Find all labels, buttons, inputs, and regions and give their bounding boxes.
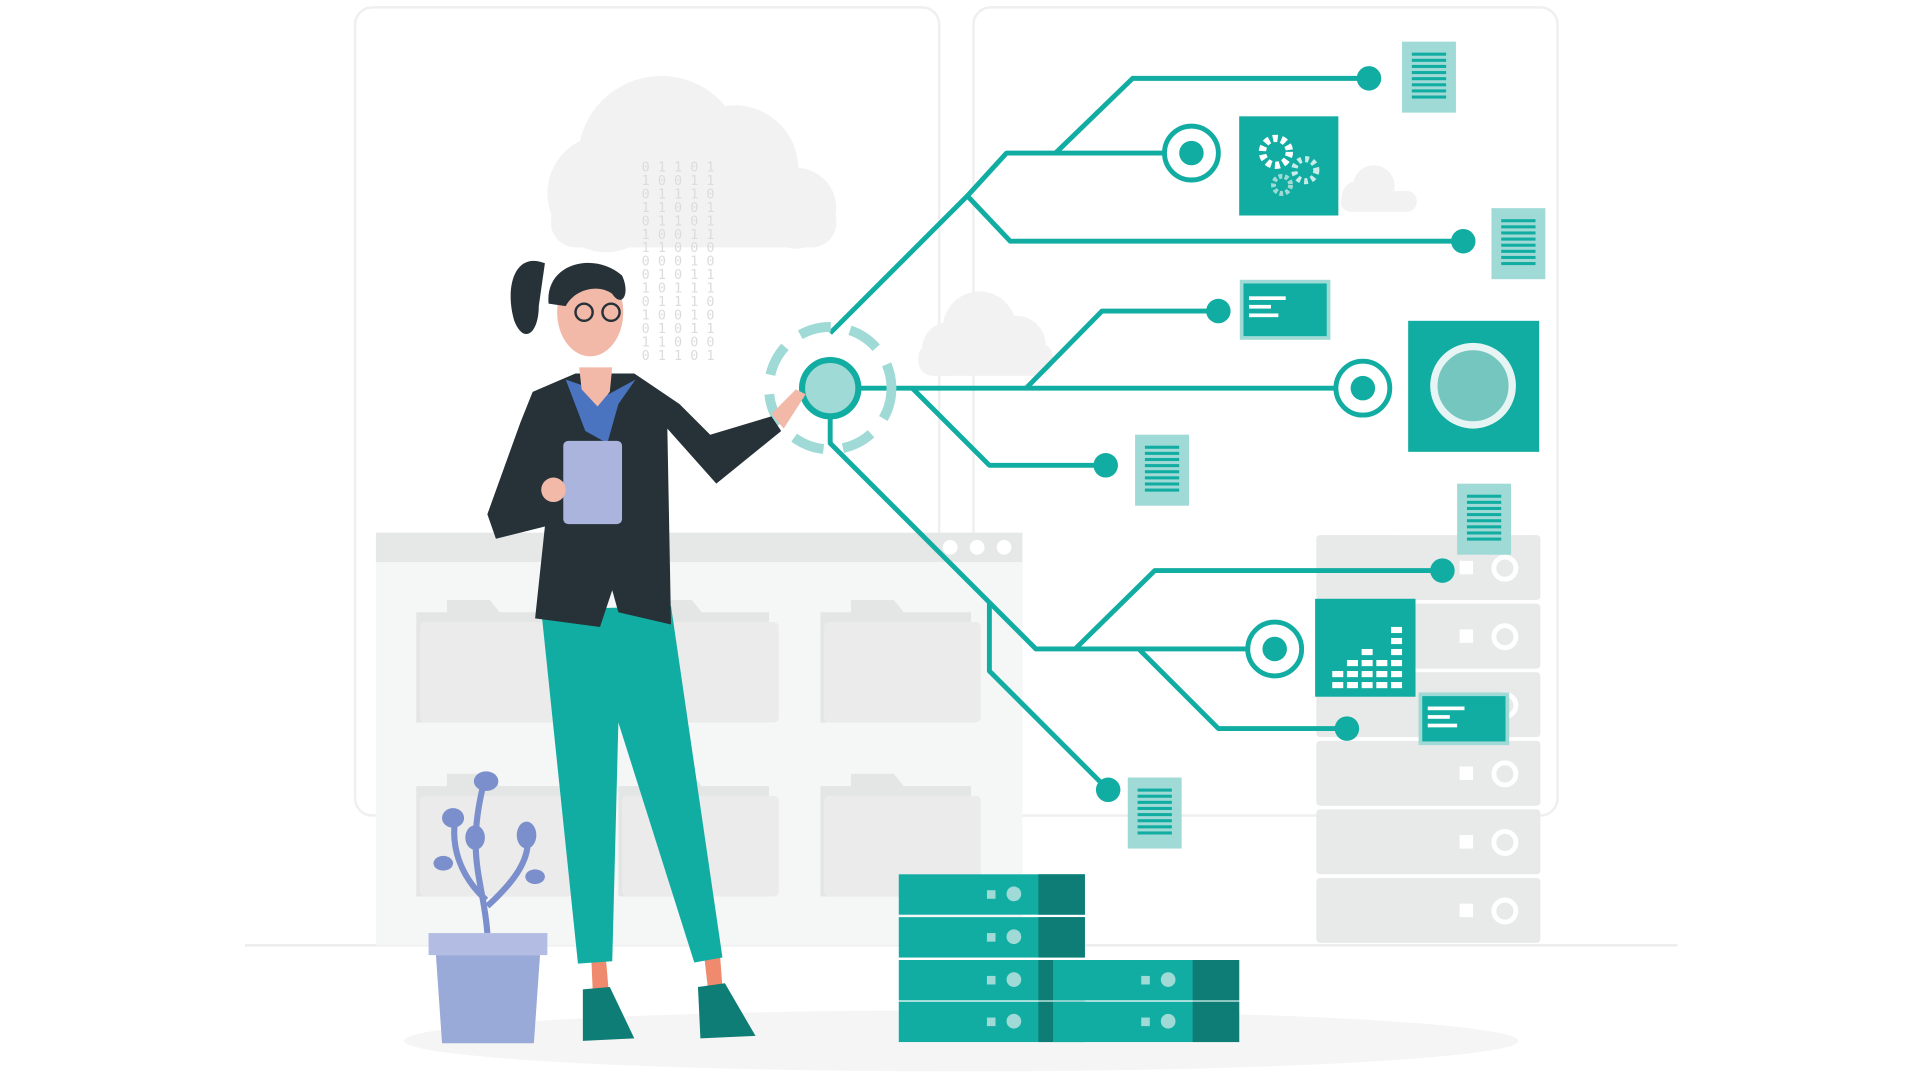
donut-chart-icon bbox=[1408, 320, 1540, 452]
bar-segment bbox=[1391, 648, 1403, 656]
gear-icon bbox=[1239, 116, 1339, 216]
bar-segment bbox=[1361, 648, 1373, 656]
document-icon bbox=[1402, 41, 1456, 113]
bar-segment bbox=[1391, 637, 1403, 645]
server-icon bbox=[1316, 809, 1541, 875]
bar-segment bbox=[1376, 660, 1388, 667]
folder-icon bbox=[416, 600, 577, 723]
cloud-icon bbox=[918, 165, 1417, 376]
binary-row: 0 1 1 0 1 bbox=[642, 214, 715, 229]
binary-row: 0 1 0 1 1 bbox=[642, 268, 715, 283]
server-unit bbox=[898, 917, 1085, 958]
cloud-icon bbox=[547, 75, 837, 253]
server-unit bbox=[898, 874, 1085, 915]
document-icon bbox=[1135, 434, 1189, 506]
bar-segment bbox=[1346, 671, 1358, 678]
bar-segment bbox=[1376, 671, 1388, 678]
binary-row: 0 1 1 0 1 bbox=[642, 349, 715, 364]
server-icon bbox=[1316, 877, 1541, 943]
bar-segment bbox=[1332, 682, 1344, 689]
binary-row: 0 1 1 1 0 bbox=[642, 295, 715, 310]
bar-segment bbox=[1346, 682, 1358, 689]
document-icon bbox=[1457, 483, 1512, 555]
network-nodes bbox=[1093, 66, 1476, 803]
binary-row: 1 0 1 1 1 bbox=[642, 282, 715, 297]
document-icon bbox=[1491, 208, 1546, 280]
terminal-window-icon bbox=[1239, 279, 1510, 746]
bar-segment bbox=[1346, 660, 1358, 667]
binary-row: 1 1 0 0 0 bbox=[642, 241, 715, 256]
binary-row: 0 1 1 0 1 bbox=[642, 160, 715, 175]
binary-rain: 0 1 1 0 11 0 0 1 10 1 1 1 01 1 0 0 10 1 … bbox=[642, 160, 715, 364]
bar-chart-icon bbox=[1315, 598, 1416, 697]
bar-segment bbox=[1391, 671, 1403, 678]
document-icon bbox=[1127, 777, 1182, 849]
bar-segment bbox=[1361, 682, 1373, 689]
binary-row: 0 1 1 1 0 bbox=[642, 187, 715, 202]
bar-segment bbox=[1391, 626, 1403, 634]
bar-segment bbox=[1391, 660, 1403, 667]
target-nodes bbox=[1162, 123, 1393, 679]
binary-row: 0 1 0 1 1 bbox=[642, 322, 715, 337]
server-icon bbox=[1316, 740, 1541, 806]
server-unit bbox=[1053, 1001, 1240, 1043]
server-icon bbox=[898, 874, 1240, 1043]
bar-segment bbox=[1391, 682, 1403, 689]
binary-row: 1 0 0 1 1 bbox=[642, 228, 715, 243]
binary-row: 1 0 0 1 1 bbox=[642, 174, 715, 189]
folder-icon bbox=[820, 773, 981, 897]
plant-icon bbox=[428, 771, 548, 1044]
server-unit bbox=[1053, 960, 1240, 1001]
bar-segment bbox=[1361, 671, 1373, 678]
binary-row: 1 1 0 0 1 bbox=[642, 201, 715, 216]
binary-row: 0 0 0 1 0 bbox=[642, 255, 715, 270]
folder-icon bbox=[820, 600, 981, 723]
network-hub-icon bbox=[764, 322, 897, 455]
woman-figure bbox=[487, 260, 806, 1041]
binary-row: 1 1 0 0 0 bbox=[642, 336, 715, 351]
binary-row: 1 0 0 1 0 bbox=[642, 309, 715, 324]
folder-icon bbox=[416, 773, 577, 897]
network-lines bbox=[827, 75, 1464, 792]
bar-segment bbox=[1361, 660, 1373, 667]
bar-segment bbox=[1376, 682, 1388, 689]
bar-segment bbox=[1332, 671, 1344, 678]
